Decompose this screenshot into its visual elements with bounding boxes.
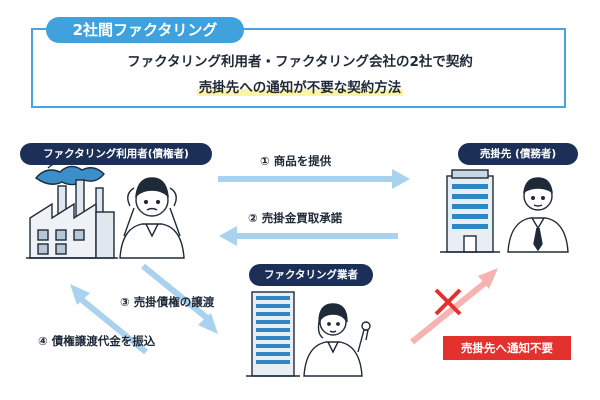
arrow-approval [219, 226, 398, 246]
flow-label-step3: ③ 売掛債権の譲渡 [120, 295, 215, 309]
worried-man-icon [119, 177, 185, 259]
subtitle-line-2: 売掛先への通知が不要な契約方法 [40, 76, 560, 96]
arrow-no-notice [410, 268, 498, 345]
flow-label-step1: ① 商品を提供 [260, 154, 332, 168]
factory-icon [26, 159, 118, 259]
businesswoman-icon [303, 303, 371, 377]
subtitle-line-1: ファクタリング利用者・ファクタリング会社の2社で契約 [40, 50, 560, 70]
subtitle-text-1: ファクタリング利用者・ファクタリング会社の2社で契約 [127, 54, 473, 70]
flow-label-step2: ② 売掛金買取承諾 [248, 211, 343, 225]
page-title: 2社間ファクタリング [46, 17, 244, 43]
arrow-provide-goods [218, 169, 410, 189]
debtor-label: 売掛先 (債務者) [458, 143, 578, 165]
building-icon [440, 169, 500, 253]
flow-label-step4: ④ 債権譲渡代金を振込 [38, 334, 156, 348]
highlighted-subtitle: 売掛先への通知が不要な契約方法 [196, 80, 404, 96]
factor-label: ファクタリング業者 [249, 264, 373, 286]
arrow-transfer-receivable [141, 263, 218, 334]
user-label: ファクタリング利用者(債権者) [20, 143, 212, 165]
businessman-icon [507, 177, 569, 253]
no-notice-badge: 売掛先へ通知不要 [443, 336, 571, 360]
cross-mark-icon [434, 288, 462, 316]
office-tower-icon [246, 291, 300, 377]
arrow-payment [70, 284, 148, 355]
